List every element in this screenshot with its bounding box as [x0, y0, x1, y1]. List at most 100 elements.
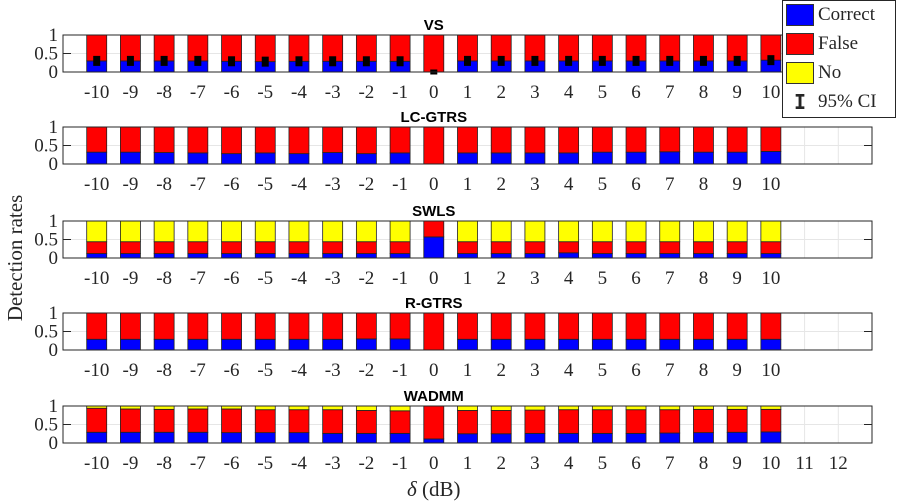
bar: [760, 312, 782, 351]
bar: [457, 405, 478, 444]
x-tick-label: 8: [699, 360, 709, 381]
x-tick-label: -6: [224, 360, 240, 381]
bar: [490, 34, 512, 73]
bar: [120, 405, 141, 444]
x-tick-label: 7: [665, 82, 675, 103]
x-tick-label: 0: [429, 360, 439, 381]
bar: [760, 220, 782, 259]
bar: [490, 312, 512, 351]
bar: [457, 126, 478, 165]
x-tick-label: 8: [699, 268, 709, 289]
bar: [625, 34, 647, 73]
y-tick-label: 1: [49, 117, 59, 138]
x-tick-label: 9: [732, 360, 742, 381]
legend-item-ci: I 95% CI: [786, 90, 877, 114]
legend-label: Correct: [818, 4, 875, 25]
x-tick-label: 0: [429, 174, 439, 195]
x-tick-label: -2: [358, 82, 374, 103]
x-tick-label: -4: [291, 174, 307, 195]
bar: [187, 34, 209, 73]
x-tick-label: 4: [564, 453, 574, 474]
bar: [591, 405, 613, 444]
bar: [693, 34, 714, 73]
bar: [693, 126, 714, 165]
bar: [221, 34, 242, 73]
y-tick-label: 0: [49, 154, 59, 175]
bar: [423, 34, 445, 75]
x-tick-label: 6: [631, 82, 641, 103]
bar: [625, 312, 647, 351]
bar: [760, 34, 782, 73]
x-tick-label: -5: [257, 453, 273, 474]
bar: [322, 312, 344, 351]
x-tick-label: 3: [530, 453, 540, 474]
panel-title: WADMM: [404, 388, 464, 405]
x-tick-label: 2: [496, 268, 506, 289]
bar: [423, 405, 445, 444]
bar: [120, 34, 141, 73]
legend-item-false: False: [786, 32, 858, 56]
x-tick-label: -9: [123, 360, 139, 381]
y-tick-label: 1: [49, 25, 59, 46]
bar: [659, 312, 681, 351]
bar: [86, 312, 108, 351]
bar: [591, 126, 613, 165]
panel-title: R-GTRS: [405, 295, 463, 312]
x-tick-label: -3: [325, 453, 341, 474]
bar: [490, 126, 512, 165]
bar: [591, 312, 613, 351]
y-tick-label: 0.5: [34, 322, 58, 343]
x-tick-label: -7: [190, 268, 206, 289]
x-tick-label: -8: [156, 82, 172, 103]
x-tick-label: -4: [291, 268, 307, 289]
bar: [524, 312, 546, 351]
x-tick-label: 10: [761, 360, 780, 381]
x-tick-label: 7: [665, 360, 675, 381]
bar: [524, 34, 546, 73]
bar: [726, 220, 748, 259]
bar: [457, 312, 478, 351]
x-tick-label: -1: [392, 453, 408, 474]
x-tick-label: -1: [392, 82, 408, 103]
panel-title: LC-GTRS: [400, 109, 467, 126]
y-tick-label: 1: [49, 211, 59, 232]
x-tick-label: -6: [224, 174, 240, 195]
x-tick-label: 8: [699, 82, 709, 103]
bar: [221, 405, 242, 444]
x-tick-label: 11: [795, 453, 813, 474]
x-tick-label: -1: [392, 268, 408, 289]
bar: [558, 312, 580, 351]
x-tick-label: 6: [631, 360, 641, 381]
bar: [153, 34, 175, 73]
y-tick-label: 0: [49, 340, 59, 361]
bar: [355, 126, 377, 165]
x-tick-label: -9: [123, 174, 139, 195]
legend-item-correct: Correct: [786, 3, 875, 27]
x-tick-label: 9: [732, 82, 742, 103]
bar: [389, 405, 411, 444]
x-tick-label: 3: [530, 268, 540, 289]
legend-item-no: No: [786, 61, 841, 85]
bar: [457, 34, 478, 73]
bar: [389, 34, 411, 73]
x-tick-label: 2: [496, 82, 506, 103]
x-tick-label: 4: [564, 360, 574, 381]
bar: [254, 220, 276, 259]
x-tick-label: 7: [665, 174, 675, 195]
bar: [254, 126, 276, 165]
bar: [221, 126, 242, 165]
false-swatch-icon: [786, 33, 814, 55]
x-tick-label: -10: [84, 82, 109, 103]
bar: [558, 220, 580, 259]
bar: [389, 312, 411, 351]
x-tick-label: -7: [190, 174, 206, 195]
legend: Correct False No I 95% CI: [782, 0, 896, 118]
x-tick-label: 5: [598, 360, 608, 381]
x-tick-label: -3: [325, 82, 341, 103]
x-tick-label: 3: [530, 360, 540, 381]
bar: [288, 312, 310, 351]
bar: [187, 126, 209, 165]
legend-label: 95% CI: [818, 91, 877, 112]
